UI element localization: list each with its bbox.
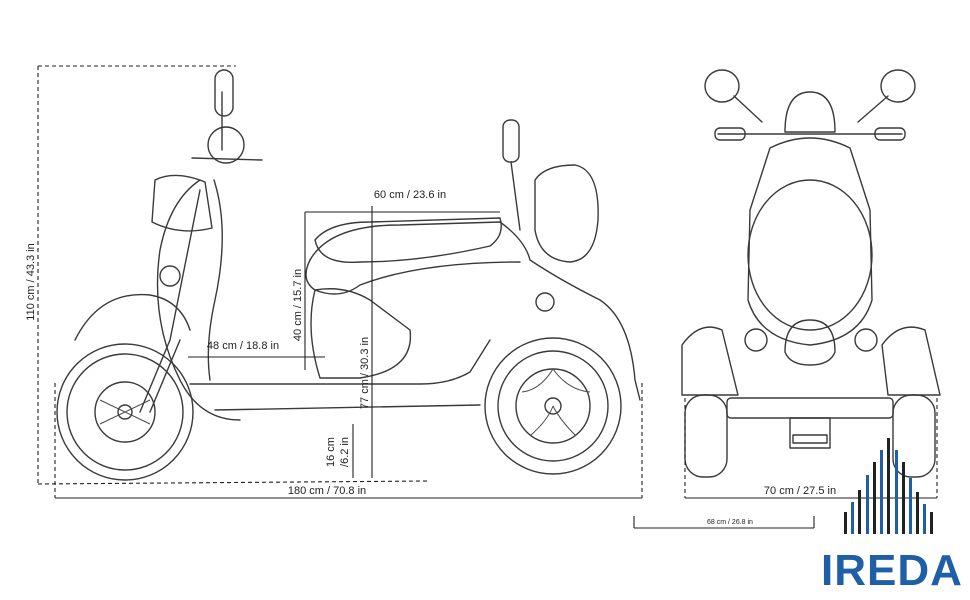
height-total-label: 110 cm / 43.3 in: [25, 243, 37, 320]
logo-bars: [844, 438, 933, 534]
brand-logo: IREDA: [821, 438, 963, 595]
side-view-scooter: [56, 69, 641, 481]
length-total-label: 180 cm / 70.8 in: [288, 485, 366, 497]
clearance-label-line1: 16 cm: [325, 437, 337, 467]
floor-length-label: 48 cm / 18.8 in: [207, 340, 279, 352]
dimension-lines: [37, 65, 938, 529]
rear-track-label: 68 cm / 26.8 in: [707, 519, 753, 526]
seat-height-label: 77 cm / 30.3 in: [359, 337, 371, 409]
front-view-scooter: [681, 69, 941, 478]
dimension-labels: 110 cm / 43.3 in 60 cm / 23.6 in 40 cm /…: [25, 189, 836, 526]
brand-name: IREDA: [821, 546, 963, 595]
backrest-height-label: 40 cm / 15.7 in: [292, 269, 304, 341]
width-total-label: 70 cm / 27.5 in: [764, 485, 836, 497]
seat-length-label: 60 cm / 23.6 in: [374, 189, 446, 201]
clearance-label-line2: /6.2 in: [339, 437, 351, 467]
